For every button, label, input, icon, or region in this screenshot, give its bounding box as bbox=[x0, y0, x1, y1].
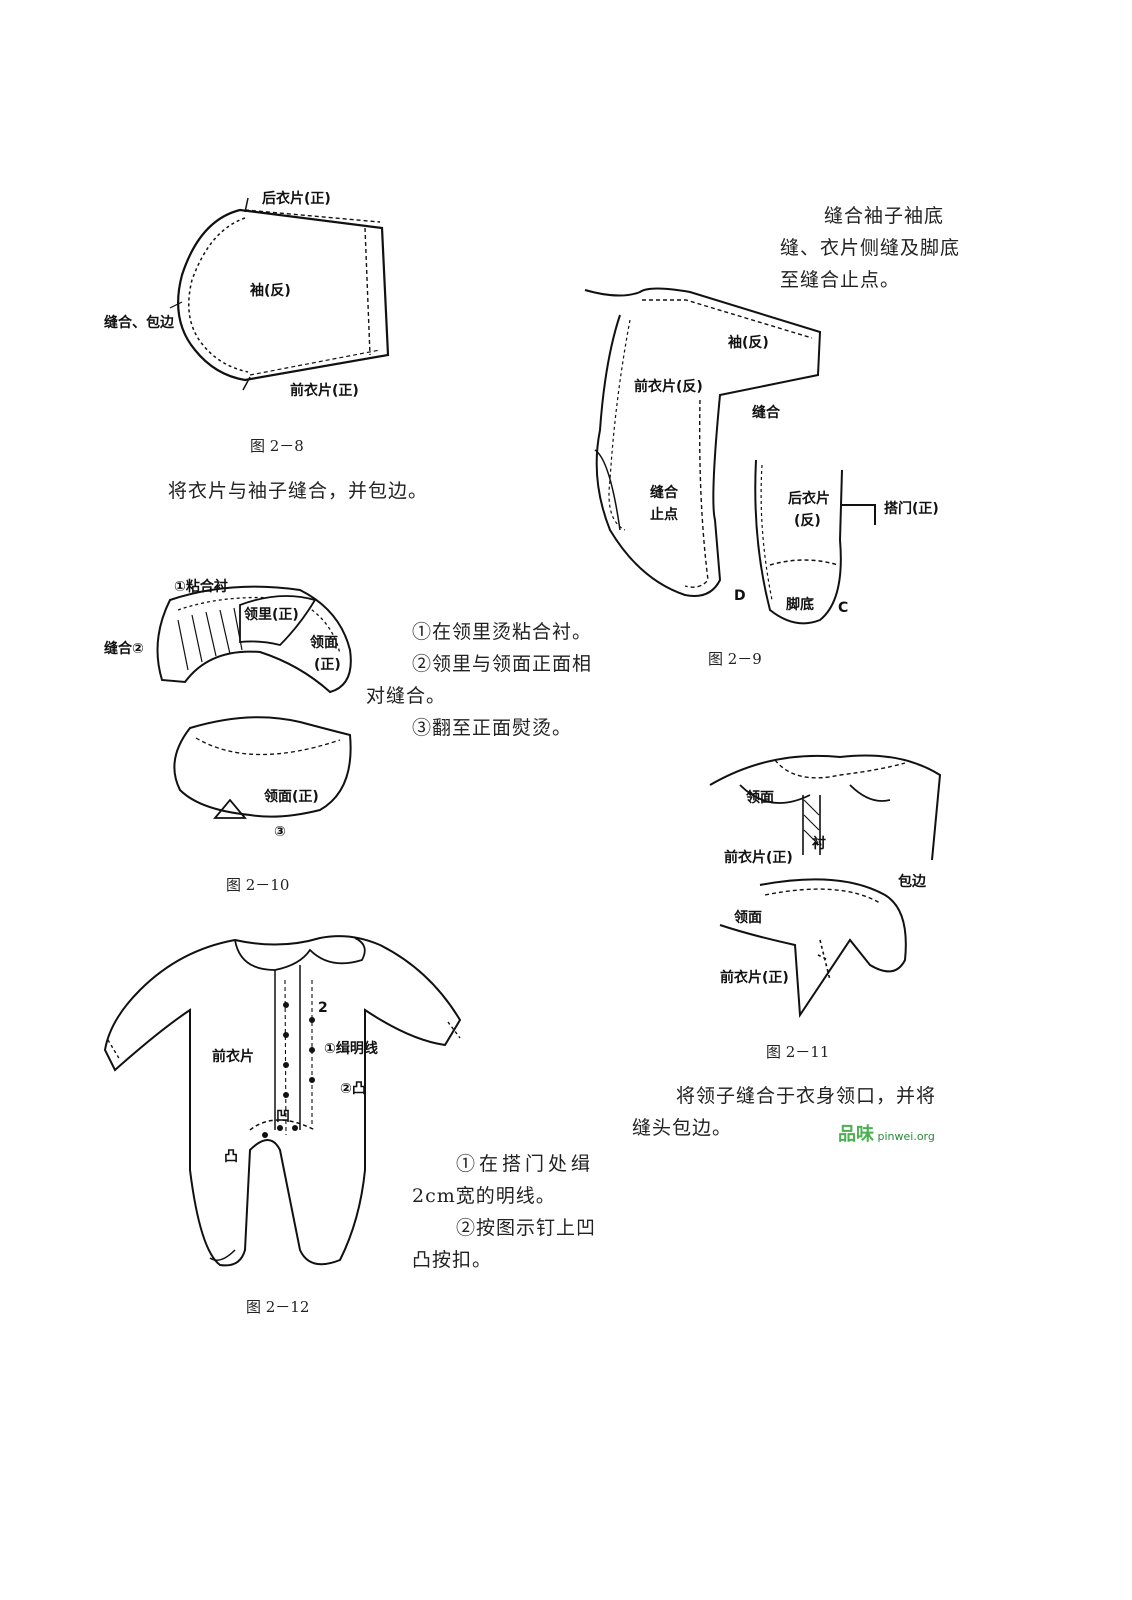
paragraph-line: 至缝合止点。 bbox=[780, 269, 901, 291]
paragraph-line: 缝头包边。 bbox=[632, 1117, 733, 1139]
front-piece-a-label: 前衣片(正) bbox=[724, 850, 793, 866]
paragraph-line: 将衣片与袖子缝合，并包边。 bbox=[168, 480, 429, 502]
sole-label: 脚底 bbox=[786, 597, 814, 613]
figure-caption: 图 2－10 bbox=[226, 876, 290, 894]
stop-point-label-2: 止点 bbox=[650, 507, 678, 523]
sew-label: 缝合 bbox=[752, 405, 780, 421]
paragraph-line: 将领子缝合于衣身领口，并将 bbox=[676, 1085, 937, 1107]
sleeve-sewing-illustration bbox=[169, 197, 390, 391]
convex-2-label: ②凸 bbox=[340, 1081, 366, 1097]
paragraph-line: 2cm宽的明线。 bbox=[412, 1185, 556, 1207]
back-piece-label-2: (反) bbox=[794, 513, 821, 529]
sew-2-label: 缝合② bbox=[104, 641, 144, 657]
collar-illustration bbox=[156, 585, 352, 819]
figure-2-10: ①粘合衬 领里(正) 领面 (正) 缝合② 领面(正) ③ 图 2－10 bbox=[100, 570, 400, 900]
sleeve-label: 袖(反) bbox=[250, 283, 291, 299]
front-piece-label: 前衣片(正) bbox=[290, 383, 359, 399]
fig-2-8-description: 将衣片与袖子缝合，并包边。 bbox=[168, 475, 428, 507]
front-piece-b-label: 前衣片(正) bbox=[720, 970, 789, 986]
paragraph-line: 凸按扣。 bbox=[412, 1249, 493, 1271]
back-piece-label: 后衣片(正) bbox=[262, 191, 331, 207]
lining-label: 衬 bbox=[812, 836, 826, 852]
figure-2-9: 袖(反) 前衣片(反) 缝合 缝合 止点 后衣片 (反) 搭门(正) 脚底 D … bbox=[580, 280, 980, 680]
two-label: 2 bbox=[318, 1000, 328, 1016]
paragraph-line: 缝、衣片侧缝及脚底 bbox=[780, 237, 961, 259]
fig-2-12-description: ①在搭门处缉 2cm宽的明线。 ②按图示钉上凹 凸按扣。 bbox=[412, 1148, 596, 1276]
convex-label: 凸 bbox=[224, 1149, 238, 1165]
top-collar-label-2: (正) bbox=[314, 657, 341, 673]
front-piece-label: 前衣片 bbox=[212, 1049, 254, 1065]
figure-2-8: 后衣片(正) 袖(反) 缝合、包边 前衣片(正) 图 2－8 bbox=[100, 180, 420, 460]
figure-2-12: 前衣片 2 ①缉明线 ②凸 凹 凸 图 2－12 bbox=[100, 910, 470, 1320]
watermark-site: pinwei.org bbox=[877, 1130, 935, 1143]
placket-label: 搭门(正) bbox=[884, 501, 939, 517]
watermark: 品味 pinwei.org bbox=[838, 1120, 935, 1146]
paragraph-line: ③翻至正面熨烫。 bbox=[412, 717, 573, 739]
paragraph-line: ②领里与领面正面相 bbox=[412, 653, 593, 675]
figure-caption: 图 2－8 bbox=[250, 437, 304, 455]
interfacing-label: ①粘合衬 bbox=[174, 579, 228, 595]
fig-2-9-description: 缝合袖子袖底 缝、衣片侧缝及脚底 至缝合止点。 bbox=[780, 200, 960, 296]
point-c-label: C bbox=[838, 600, 849, 616]
romper-front-illustration bbox=[103, 935, 462, 1267]
sew-bind-label: 缝合、包边 bbox=[104, 315, 174, 331]
step-3-label: ③ bbox=[274, 824, 286, 840]
under-collar-label: 领里(正) bbox=[244, 607, 299, 623]
stop-point-label-1: 缝合 bbox=[650, 485, 678, 501]
concave-label: 凹 bbox=[276, 1109, 290, 1125]
collar-top-label: 领面 bbox=[746, 790, 774, 806]
paragraph-line: 对缝合。 bbox=[366, 685, 447, 707]
figure-caption: 图 2－12 bbox=[246, 1298, 310, 1316]
back-piece-label-1: 后衣片 bbox=[788, 491, 830, 507]
figure-caption: 图 2－11 bbox=[766, 1043, 830, 1061]
collar-bottom-label: 领面 bbox=[734, 910, 762, 926]
figure-2-11: 领面 前衣片(正) 衬 包边 领面 前衣片(正) 图 2－11 bbox=[700, 745, 980, 1065]
fig-2-11-description: 将领子缝合于衣身领口，并将 缝头包边。 bbox=[632, 1080, 936, 1144]
romper-side-seam-illustration bbox=[584, 287, 876, 625]
watermark-logo: 品味 bbox=[838, 1124, 874, 1145]
fig-2-10-description: ①在领里烫粘合衬。 ②领里与领面正面相 对缝合。 ③翻至正面熨烫。 bbox=[366, 616, 593, 744]
binding-label: 包边 bbox=[898, 874, 926, 890]
top-collar-front-label: 领面(正) bbox=[264, 789, 319, 805]
collar-attach-illustration bbox=[709, 754, 942, 1018]
front-piece-label: 前衣片(反) bbox=[634, 379, 703, 395]
paragraph-line: ②按图示钉上凹 bbox=[456, 1217, 597, 1239]
figure-caption: 图 2－9 bbox=[708, 650, 762, 668]
sleeve-label: 袖(反) bbox=[728, 335, 769, 351]
paragraph-line: ①在领里烫粘合衬。 bbox=[412, 621, 593, 643]
paragraph-line: 缝合袖子袖底 bbox=[824, 205, 945, 227]
point-d-label: D bbox=[734, 588, 746, 604]
topstitch-label: ①缉明线 bbox=[324, 1041, 378, 1057]
paragraph-line: ①在搭门处缉 bbox=[456, 1153, 595, 1175]
top-collar-label-1: 领面 bbox=[310, 635, 338, 651]
